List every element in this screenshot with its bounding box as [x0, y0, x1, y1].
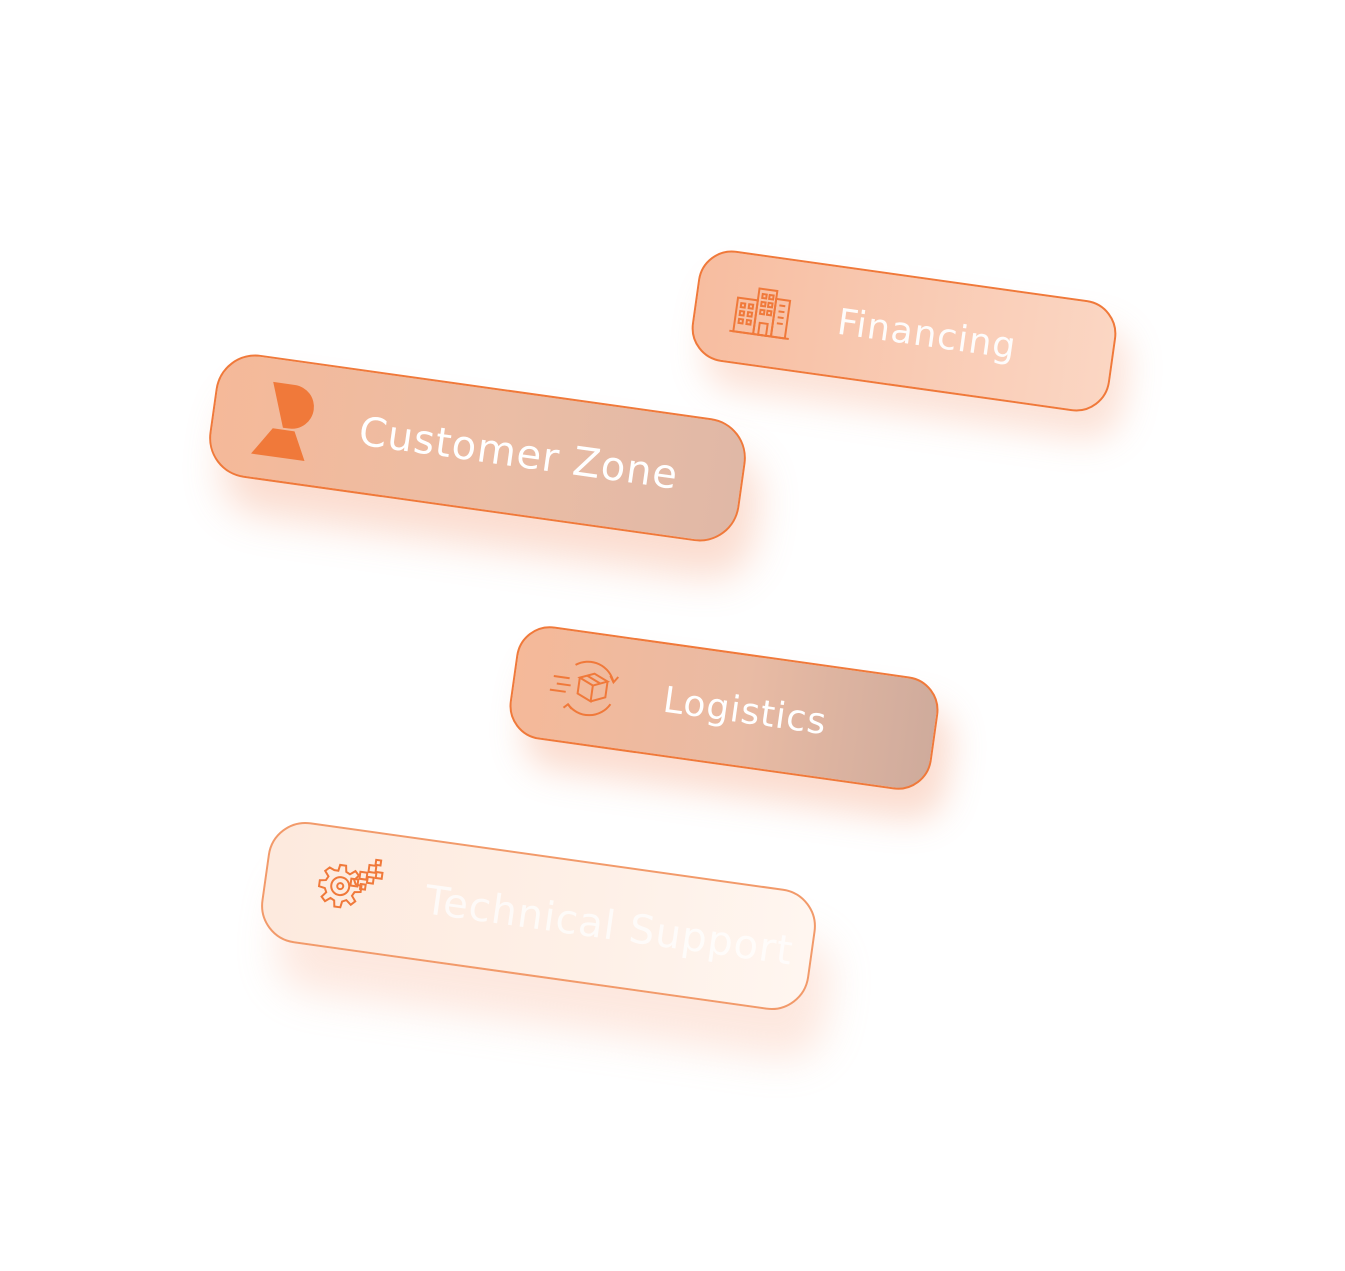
gear-pixels-icon	[301, 849, 390, 929]
customer-zone-label: Customer Zone	[355, 408, 682, 499]
logistics-card[interactable]: Logistics	[505, 621, 943, 795]
financing-label: Financing	[834, 301, 1020, 368]
customer-zone-card[interactable]: Customer Zone	[203, 349, 752, 547]
technical-support-label: Technical Support	[421, 877, 797, 975]
office-buildings-icon	[726, 275, 798, 347]
brand-logo-icon	[249, 378, 321, 464]
logistics-label: Logistics	[660, 679, 830, 743]
financing-card[interactable]: Financing	[687, 246, 1121, 416]
technical-support-card[interactable]: Technical Support	[256, 817, 821, 1015]
delivery-box-icon	[544, 652, 624, 725]
